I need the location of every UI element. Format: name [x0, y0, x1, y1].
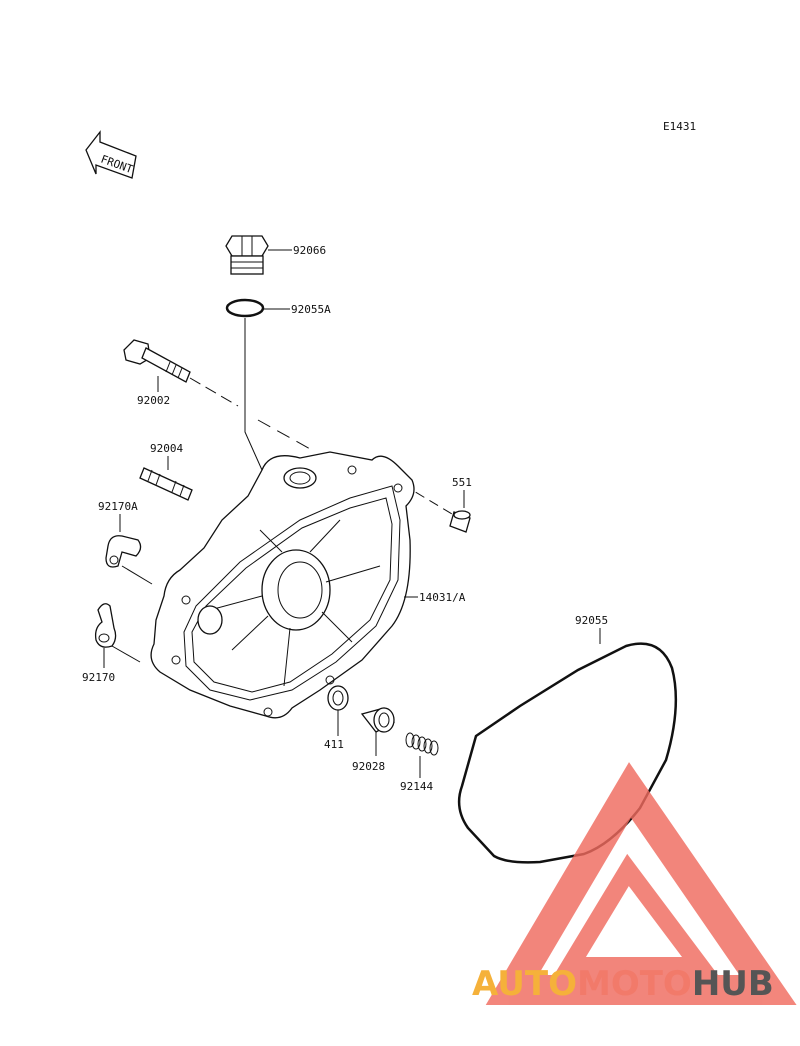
filler-cap-part [225, 235, 269, 275]
label-spring: 92144 [400, 780, 433, 793]
collar-part [360, 707, 395, 733]
label-oil-seal: 411 [324, 738, 344, 751]
label-gasket: 92055 [575, 614, 608, 627]
label-filler-cap: 92066 [293, 244, 326, 257]
dowel-part [449, 510, 471, 533]
clamp-part [94, 603, 117, 648]
oil-seal-part [327, 685, 349, 711]
label-bolt: 92002 [137, 394, 170, 407]
watermark-logo [485, 762, 797, 1005]
label-oring-small: 92055A [291, 303, 331, 316]
label-collar: 92028 [352, 760, 385, 773]
diagram-code: E1431 [663, 120, 696, 133]
watermark-text: AUTOMOTOHUB [472, 964, 774, 1004]
front-arrow-icon: FRONT [85, 130, 137, 179]
label-dowel: 551 [452, 476, 472, 489]
watermark-hub: HUB [692, 964, 774, 1004]
label-clamp-a: 92170A [98, 500, 138, 513]
bolt-part [123, 339, 191, 383]
watermark-moto: MOTO [577, 964, 692, 1004]
stud-part [139, 467, 193, 501]
spring-part [405, 732, 439, 756]
clamp-a-part [105, 535, 142, 568]
watermark-auto: AUTO [472, 964, 577, 1004]
oring-small-part [225, 298, 265, 318]
label-cover: 14031/A [419, 591, 466, 604]
label-clamp: 92170 [82, 671, 115, 684]
label-stud: 92004 [150, 442, 183, 455]
engine-cover-part [150, 451, 415, 719]
